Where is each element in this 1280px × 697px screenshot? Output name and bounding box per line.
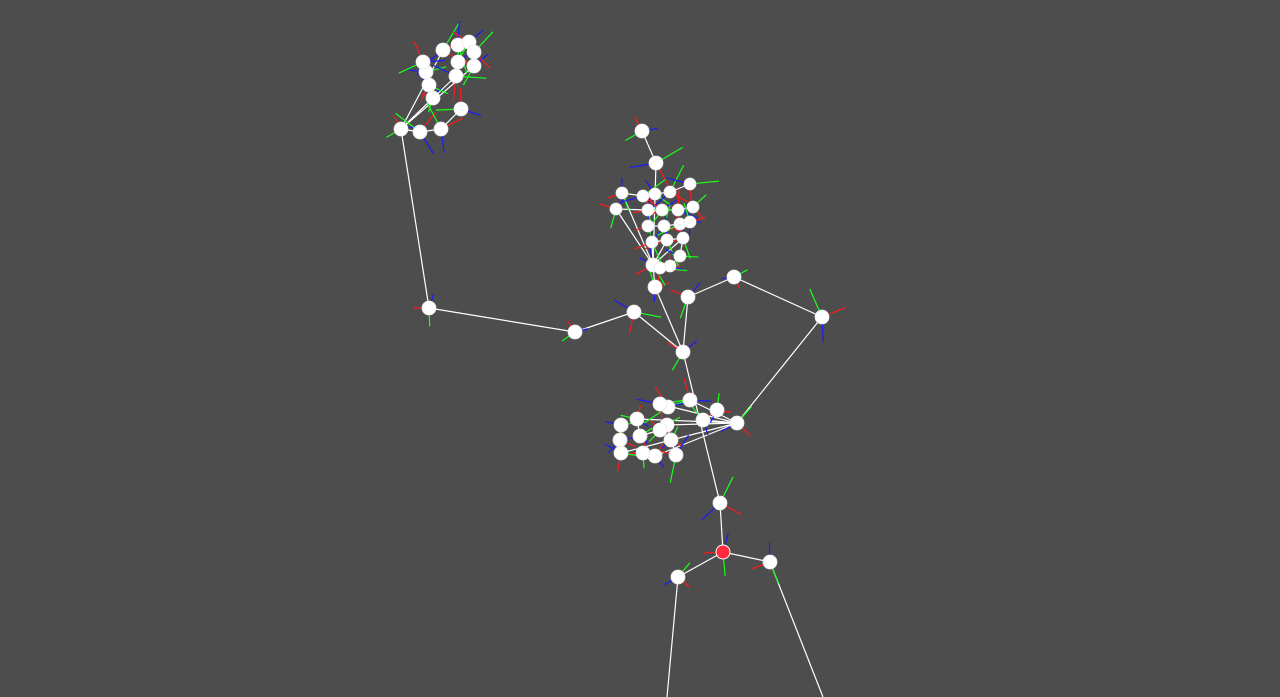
skeleton-joints	[393, 34, 830, 585]
joint-rclav[interactable]	[680, 289, 696, 305]
joint-lelbow[interactable]	[421, 300, 437, 316]
joint-rh10[interactable]	[635, 445, 651, 461]
bone-rclav-rshoulder	[687, 276, 735, 298]
joint-f16[interactable]	[660, 233, 674, 247]
joint-spine1[interactable]	[712, 495, 728, 511]
joint-lh1[interactable]	[412, 124, 428, 140]
joint-lh8[interactable]	[448, 68, 464, 84]
joint-rh1[interactable]	[695, 412, 711, 428]
joint-chest[interactable]	[675, 344, 691, 360]
joint-lh7[interactable]	[415, 54, 431, 70]
joint-head[interactable]	[634, 123, 650, 139]
joint-neck[interactable]	[647, 279, 663, 295]
joint-f5[interactable]	[663, 185, 677, 199]
bone-lclav-lshoulder	[574, 311, 635, 333]
joint-f1[interactable]	[615, 186, 629, 200]
joint-f8[interactable]	[655, 203, 669, 217]
bone-rwrist-rh9	[654, 422, 738, 457]
bone-chest-lclav	[633, 311, 684, 353]
joint-hips[interactable]	[715, 544, 731, 560]
joint-relbow[interactable]	[814, 309, 830, 325]
joint-rh3[interactable]	[682, 392, 698, 408]
bone-chest-rclav	[682, 296, 689, 353]
joint-lh10[interactable]	[466, 58, 482, 74]
joint-f14[interactable]	[683, 215, 697, 229]
joint-lh2[interactable]	[433, 121, 449, 137]
joint-lh4[interactable]	[425, 90, 441, 106]
bone-rwrist-rh14	[636, 418, 738, 424]
joint-lh11[interactable]	[435, 42, 451, 58]
joint-lshoulder[interactable]	[567, 324, 583, 340]
joint-f15[interactable]	[645, 235, 659, 249]
bone-spine1-chest	[682, 351, 721, 504]
joint-rh11[interactable]	[613, 445, 629, 461]
bone-relbow-rwrist	[736, 316, 823, 424]
joint-rshoulder[interactable]	[726, 269, 742, 285]
joint-f17[interactable]	[676, 231, 690, 245]
joint-f20[interactable]	[653, 261, 667, 275]
joint-f9[interactable]	[671, 203, 685, 217]
joint-f12[interactable]	[657, 219, 671, 233]
bone-rshoulder-relbow	[733, 276, 823, 318]
joint-lh5[interactable]	[421, 77, 437, 93]
joint-lhip[interactable]	[670, 569, 686, 585]
bone-lhip-lknee	[666, 576, 679, 697]
joint-rh8[interactable]	[668, 447, 684, 463]
joint-lh9[interactable]	[450, 54, 466, 70]
bone-rhip-rknee	[769, 561, 824, 697]
joint-lwrist[interactable]	[393, 121, 409, 137]
joint-head2[interactable]	[648, 155, 664, 171]
joint-f2[interactable]	[609, 202, 623, 216]
joint-f11[interactable]	[641, 219, 655, 233]
bone-hips-rhip	[722, 551, 771, 563]
joint-f18[interactable]	[673, 249, 687, 263]
joint-rh13[interactable]	[613, 417, 629, 433]
bone-chest-neck	[654, 286, 684, 353]
skeleton-bones	[400, 41, 824, 697]
joint-f3[interactable]	[636, 189, 650, 203]
joint-f7[interactable]	[641, 203, 655, 217]
joint-rwrist[interactable]	[729, 415, 745, 431]
joint-f4[interactable]	[648, 187, 662, 201]
joint-rh7[interactable]	[663, 432, 679, 448]
joint-lh3[interactable]	[453, 101, 469, 117]
bone-hips-spine1	[719, 502, 724, 553]
bone-lwrist-lh11	[400, 49, 444, 130]
joint-rh5[interactable]	[652, 396, 668, 412]
bone-lshoulder-lelbow	[428, 307, 576, 333]
joint-rh2[interactable]	[709, 402, 725, 418]
joint-f6[interactable]	[683, 177, 697, 191]
bone-hips-lhip	[677, 551, 724, 578]
joint-rh12[interactable]	[612, 432, 628, 448]
joint-rh16[interactable]	[652, 422, 668, 438]
bone-neck2-f2	[615, 208, 654, 266]
joint-rhip[interactable]	[762, 554, 778, 570]
joint-rh14[interactable]	[629, 411, 645, 427]
joint-rh15[interactable]	[632, 428, 648, 444]
joint-f10[interactable]	[686, 200, 700, 214]
joint-lh14[interactable]	[466, 44, 482, 60]
bone-lelbow-lwrist	[400, 128, 430, 309]
joint-lclav[interactable]	[626, 304, 642, 320]
